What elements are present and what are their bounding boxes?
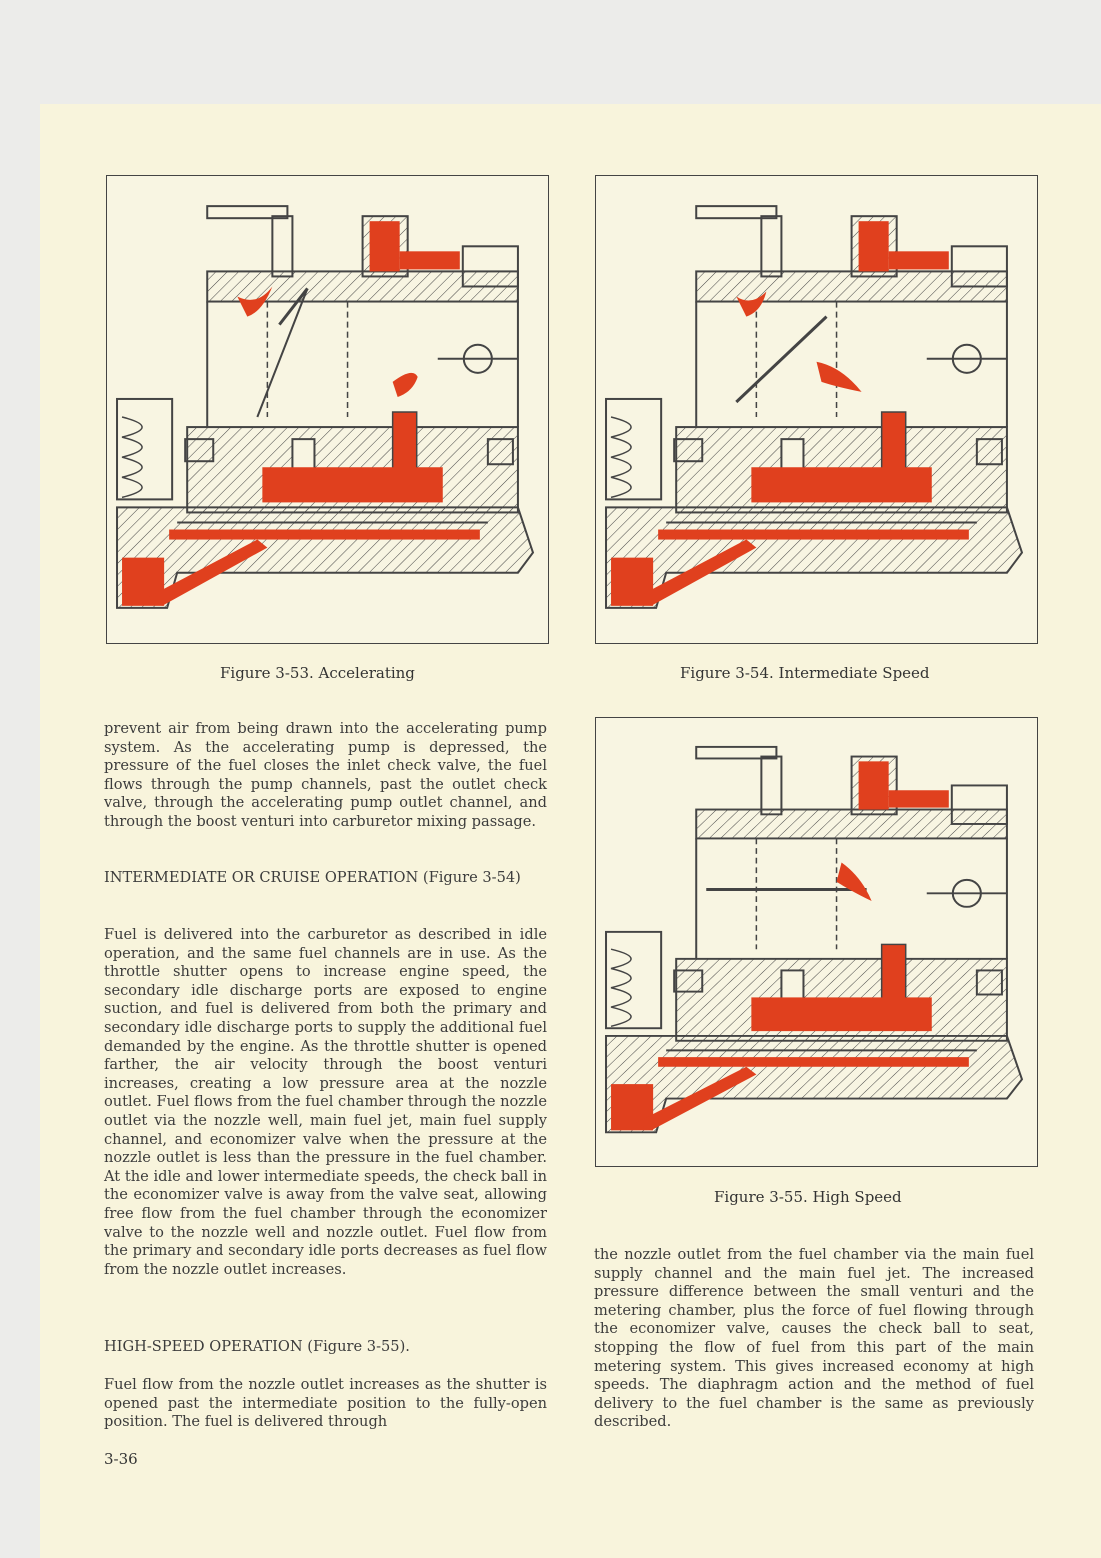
figure-3-55-diagram xyxy=(595,717,1038,1167)
figure-3-53-diagram xyxy=(106,175,549,644)
figure-3-54-diagram xyxy=(595,175,1038,644)
figure-3-53-caption: Figure 3-53. Accelerating xyxy=(220,664,415,682)
paragraph-accelerating-pump: prevent air from being drawn into the ac… xyxy=(104,720,547,830)
page-number: 3-36 xyxy=(104,1450,138,1468)
figure-3-54-caption: Figure 3-54. Intermediate Speed xyxy=(680,664,930,682)
figure-3-55-caption: Figure 3-55. High Speed xyxy=(714,1188,902,1206)
heading-intermediate-cruise: INTERMEDIATE OR CRUISE OPERATION (Figure… xyxy=(104,869,521,886)
paragraph-high-speed-start: Fuel flow from the nozzle outlet increas… xyxy=(104,1376,547,1431)
heading-high-speed: HIGH-SPEED OPERATION (Figure 3-55). xyxy=(104,1338,410,1355)
paragraph-high-speed-continued: the nozzle outlet from the fuel chamber … xyxy=(594,1246,1034,1431)
paragraph-intermediate-operation: Fuel is delivered into the carburetor as… xyxy=(104,926,547,1278)
